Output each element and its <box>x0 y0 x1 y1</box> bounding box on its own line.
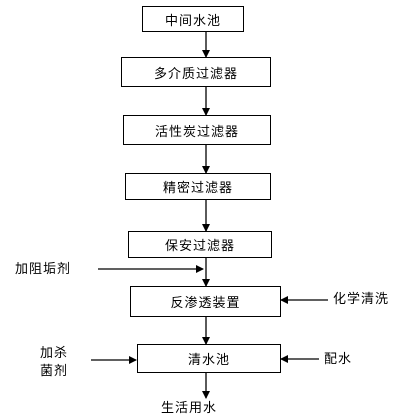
disinfectant-label-line-1: 加杀 <box>40 346 69 361</box>
process-box-clean-water-tank: 清水池 <box>137 344 281 373</box>
process-box-security-filter: 保安过滤器 <box>128 231 272 258</box>
process-box-activated-carbon-filter: 活性炭过滤器 <box>123 115 271 145</box>
process-box-label: 反渗透装置 <box>170 296 241 311</box>
process-box-label: 清水池 <box>187 353 230 368</box>
process-box-multimedia-filter: 多介质过滤器 <box>121 57 271 87</box>
output-label: 生活用水 <box>161 401 218 416</box>
chemical-cleaning-label: 化学清洗 <box>333 292 390 307</box>
process-box-label: 保安过滤器 <box>164 239 235 254</box>
antiscalant-label: 加阻垢剂 <box>15 262 72 277</box>
process-box-label: 中间水池 <box>164 13 221 29</box>
process-box-label: 活性炭过滤器 <box>154 124 239 140</box>
disinfectant-label-line-2: 菌剂 <box>40 364 69 379</box>
process-box-reverse-osmosis-unit: 反渗透装置 <box>130 286 281 317</box>
process-box-label: 精密过滤器 <box>162 181 233 196</box>
mix-water-label: 配水 <box>324 352 353 367</box>
process-box-precision-filter: 精密过滤器 <box>125 173 271 200</box>
process-box-middle-tank: 中间水池 <box>142 6 244 32</box>
process-box-label: 多介质过滤器 <box>153 66 238 82</box>
